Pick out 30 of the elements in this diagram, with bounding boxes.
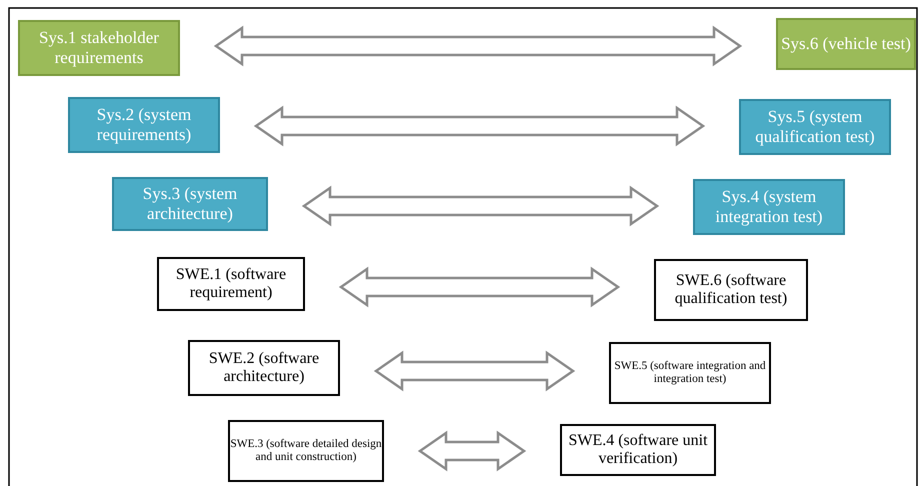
process-box <box>654 259 808 321</box>
double-arrow <box>374 350 576 392</box>
double-arrow <box>338 266 620 308</box>
node-label: Sys.3 (system architecture) <box>142 184 238 224</box>
node-label: SWE.5 (software integration and integration test) <box>613 360 767 386</box>
node-label: Sys.4 (system integration test) <box>714 187 824 227</box>
process-box <box>112 177 268 231</box>
process-box <box>157 257 305 311</box>
double-arrow <box>254 106 706 146</box>
node-label: Sys.6 (vehicle test) <box>781 34 911 54</box>
process-box <box>739 99 891 155</box>
double-arrow <box>214 26 742 66</box>
double-arrow <box>418 430 526 472</box>
node-label: Sys.1 stakeholder requirements <box>38 28 160 68</box>
process-box <box>18 20 180 76</box>
node-label: SWE.4 (software unit verification) <box>567 432 709 468</box>
node-label: Sys.2 (system requirements) <box>96 105 192 145</box>
process-box <box>693 179 845 235</box>
double-arrow <box>302 186 660 226</box>
node-label: Sys.5 (system qualification test) <box>754 107 876 147</box>
node-label: SWE.1 (software requirement) <box>174 266 288 302</box>
process-box <box>609 342 771 404</box>
process-box <box>188 340 340 396</box>
process-box <box>228 420 384 482</box>
process-box <box>560 424 716 476</box>
node-label: SWE.3 (software detailed design and unit construction) <box>230 438 382 464</box>
node-label: SWE.2 (software architecture) <box>208 350 320 386</box>
process-box <box>776 18 916 70</box>
node-label: SWE.6 (software qualification test) <box>674 272 788 308</box>
process-box <box>68 97 220 153</box>
